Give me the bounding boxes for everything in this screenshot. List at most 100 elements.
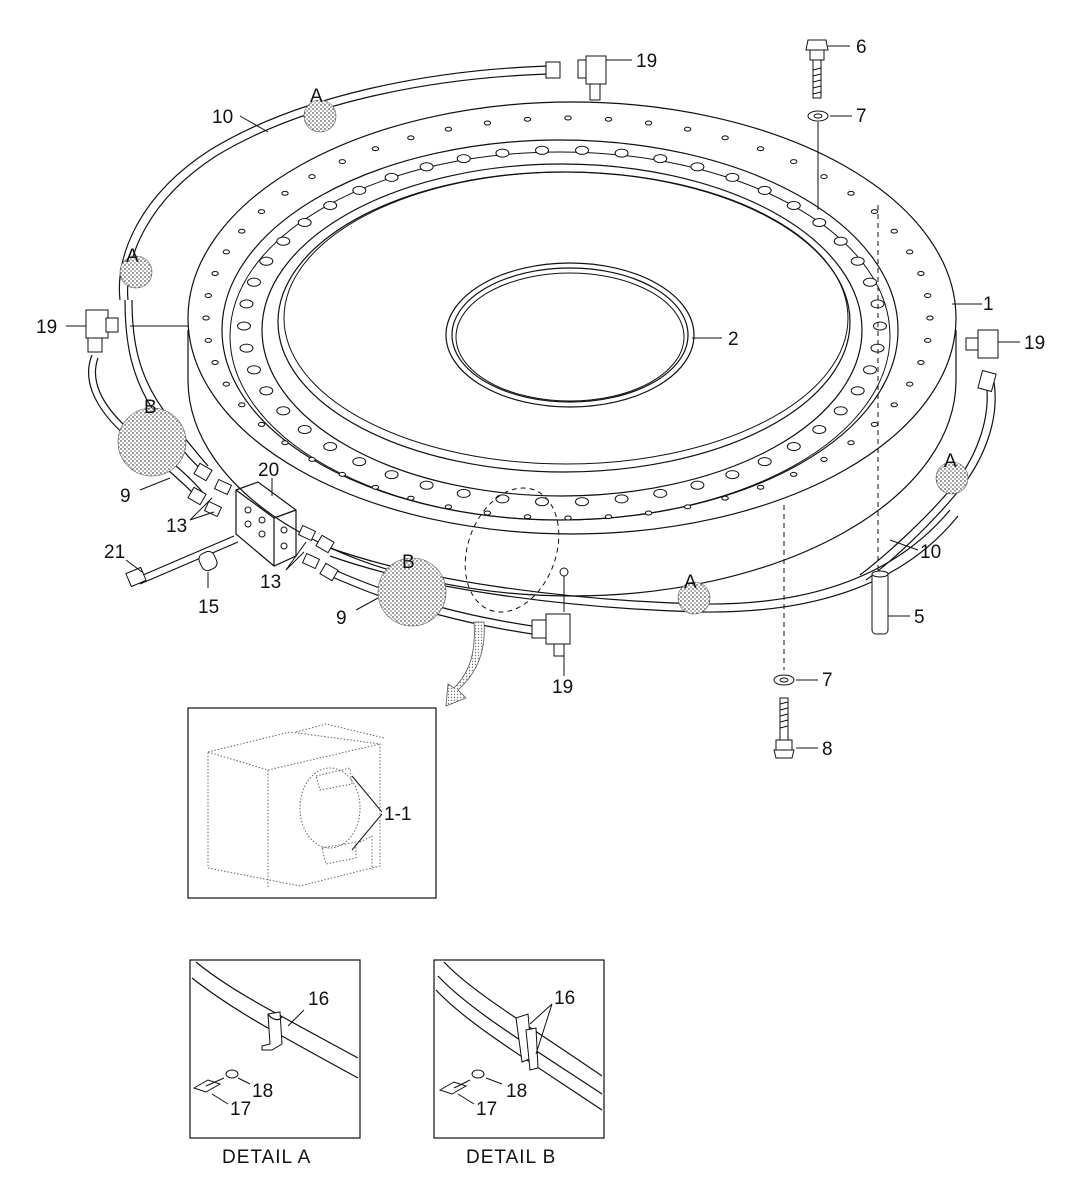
grease-cap-15	[198, 550, 218, 572]
outer-bolt-hole	[222, 249, 231, 255]
outer-bolt-hole	[847, 190, 855, 196]
outer-bolt-hole	[890, 402, 898, 408]
outer-bolt-hole	[222, 381, 231, 387]
label-20: 20	[258, 460, 279, 481]
outer-bolt-hole	[906, 381, 914, 387]
inner-bolt-hole	[419, 480, 434, 490]
inner-bolt-hole	[352, 185, 367, 195]
inner-bolt-hole	[384, 470, 399, 480]
inner-bolt-hole	[237, 321, 251, 331]
outer-bolt-hole	[917, 360, 925, 365]
detail-arrow	[445, 621, 485, 707]
label-1-1: 1-1	[384, 804, 411, 825]
bolt-21	[125, 535, 239, 588]
outer-bolt-hole	[906, 249, 914, 255]
inner-bolt-hole	[247, 277, 261, 287]
outer-bolt-hole	[756, 484, 765, 490]
leader-1-1	[351, 775, 383, 851]
leader-lines	[66, 45, 1020, 749]
outer-bolt-hole	[721, 135, 729, 141]
outer-bolt-hole	[238, 228, 246, 234]
outer-bolt-hole	[890, 228, 898, 234]
inner-bolt-hole	[812, 217, 827, 228]
outer-bolt-hole	[257, 421, 266, 427]
inner-bolt-hole	[725, 470, 740, 480]
label-7-top: 7	[856, 106, 867, 127]
label-10-top: 10	[212, 107, 233, 128]
label-15: 15	[198, 597, 219, 618]
inner-bolt-hole	[833, 236, 848, 246]
outer-bolt-hole	[683, 504, 692, 510]
callout-a-1: A	[310, 86, 323, 107]
inner-bolt-hole	[575, 145, 589, 155]
inner-bolt-hole	[495, 494, 510, 504]
label-5: 5	[914, 607, 925, 628]
inner-bolt-hole	[614, 494, 629, 504]
inner-bolt-hole	[259, 256, 274, 266]
outer-bolt-hole	[204, 337, 213, 343]
outer-bolt-hole	[870, 421, 879, 427]
inner-bolt-hole	[297, 217, 312, 228]
outer-bolt-hole	[444, 504, 453, 510]
label-19-right: 19	[1024, 333, 1045, 354]
label-19-top: 19	[636, 51, 657, 72]
outer-bolt-hole	[820, 456, 828, 462]
caption-detail-b: DETAIL B	[466, 1147, 556, 1168]
outer-bolt-hole	[308, 456, 316, 462]
callout-a-4: A	[944, 451, 957, 472]
callout-b-1: B	[144, 397, 157, 418]
label-13-left: 13	[166, 516, 187, 537]
detail-b-box	[433, 959, 605, 1139]
elbow-fitting-left	[85, 309, 119, 353]
inner-bolt-hole	[757, 185, 772, 195]
label-16-b: 16	[554, 988, 575, 1009]
inner-bolt-hole	[786, 441, 801, 452]
outer-bolt-hole	[683, 126, 692, 132]
outer-bolt-hole	[211, 360, 219, 365]
outer-bolt-hole	[308, 174, 316, 180]
outer-bolt-hole	[204, 293, 213, 299]
outer-bolt-hole	[202, 315, 210, 321]
part-labels: 1 2 5 6 7 7 8 9 9 10 10 13 13 15 20 21 1…	[36, 37, 1045, 1168]
outer-bolt-hole	[847, 440, 855, 446]
label-16-a: 16	[308, 989, 329, 1010]
inner-bolt-hole	[297, 424, 312, 435]
outer-bolt-hole	[523, 116, 532, 122]
outer-bolt-hole	[604, 514, 613, 520]
label-17-b: 17	[476, 1099, 497, 1120]
outer-bolt-holes	[202, 115, 934, 521]
outer-bolt-hole	[483, 510, 492, 516]
detail-1-1-box	[187, 707, 437, 899]
inner-bolt-holes	[237, 145, 887, 507]
outer-bolt-hole	[483, 120, 492, 126]
detail-1-1-region	[464, 487, 560, 613]
label-19-left: 19	[36, 317, 57, 338]
inner-bolt-hole	[323, 200, 338, 211]
label-21: 21	[104, 542, 125, 563]
label-8: 8	[822, 739, 833, 760]
inner-bolt-hole	[575, 497, 589, 507]
inner-bolt-hole	[495, 148, 510, 158]
label-9-left: 9	[120, 486, 131, 507]
detail-callouts	[117, 99, 969, 627]
outer-bolt-hole	[604, 116, 613, 122]
inner-bolt-hole	[690, 162, 705, 172]
inner-bolt-hole	[653, 154, 668, 164]
inner-bolt-hole	[352, 457, 367, 467]
outer-bolt-hole	[790, 159, 798, 165]
callout-a-2: A	[126, 246, 139, 267]
elbow-fitting-top	[577, 55, 607, 101]
inner-bolt-hole	[786, 200, 801, 211]
detail-a-box	[189, 959, 361, 1139]
outer-bolt-hole	[407, 135, 415, 141]
inner-bolt-hole	[833, 406, 848, 416]
outer-bolt-hole	[564, 115, 572, 121]
outer-bolt-hole	[790, 471, 798, 477]
inner-bolt-hole	[873, 321, 887, 331]
outer-bolt-hole	[407, 495, 415, 501]
outer-bolt-hole	[564, 515, 572, 521]
inner-bolt-hole	[614, 148, 629, 158]
inner-bolt-hole	[535, 497, 549, 507]
bolt-8	[773, 697, 795, 759]
